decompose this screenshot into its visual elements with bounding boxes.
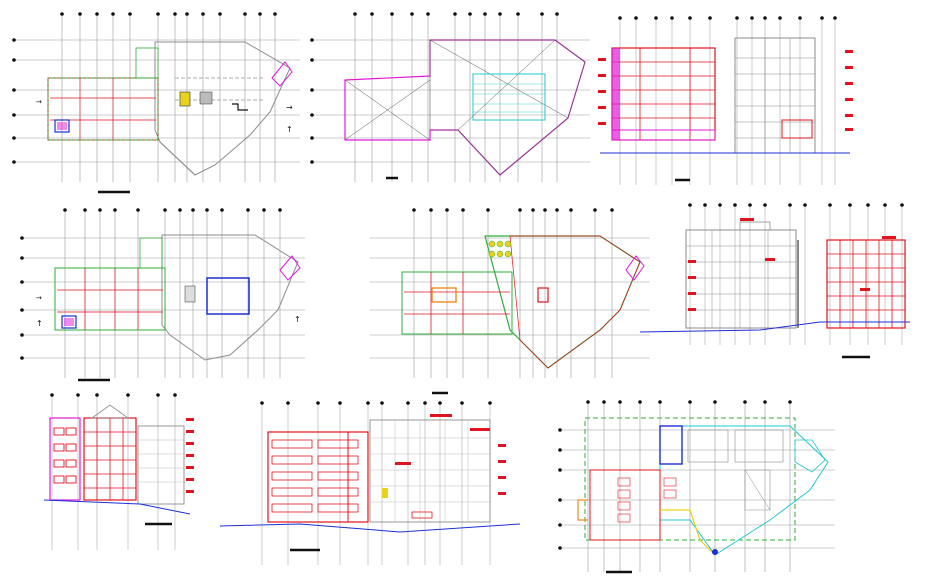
panel-plan-first: → ↑ ↑ bbox=[20, 208, 305, 382]
panel-section-bb bbox=[639, 203, 910, 359]
svg-text:↑: ↑ bbox=[294, 315, 301, 324]
panel-plan-second bbox=[370, 208, 650, 395]
svg-text:→: → bbox=[36, 98, 42, 106]
svg-text:↑: ↑ bbox=[286, 125, 293, 134]
panel-elevation-front bbox=[219, 401, 521, 565]
panel-elevation-side bbox=[43, 393, 194, 550]
panel-plan-ground: → ↑ → bbox=[12, 12, 300, 194]
panel-section-aa bbox=[598, 16, 853, 185]
svg-text:→: → bbox=[36, 294, 42, 302]
panel-plan-roof bbox=[310, 12, 590, 182]
svg-text:↑: ↑ bbox=[36, 319, 43, 328]
svg-text:→: → bbox=[286, 103, 293, 112]
panel-plan-basement bbox=[558, 400, 835, 574]
